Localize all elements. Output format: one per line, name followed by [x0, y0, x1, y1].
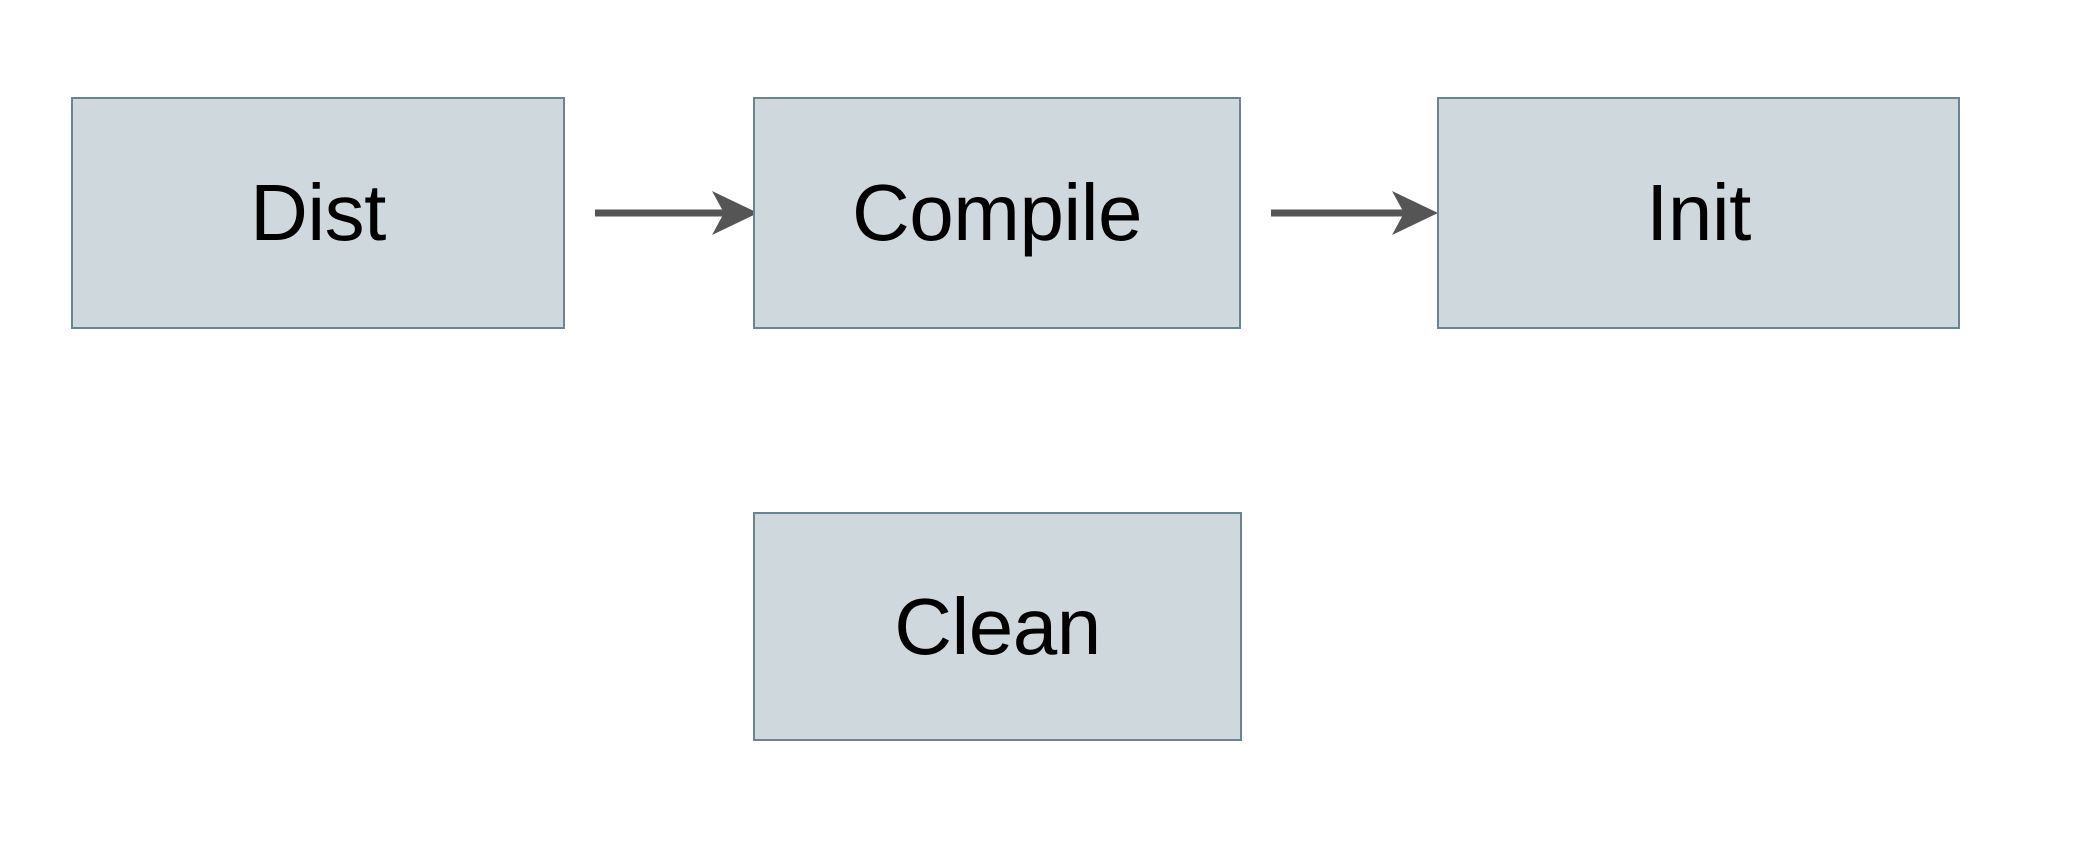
node-compile[interactable]: Compile	[753, 97, 1241, 329]
node-init-label: Init	[1646, 168, 1751, 257]
node-dist-label: Dist	[250, 168, 386, 257]
node-clean-label: Clean	[894, 581, 1101, 671]
arrowhead-icon	[1392, 191, 1438, 235]
arrowhead-icon	[712, 191, 758, 235]
node-init[interactable]: Init	[1437, 97, 1960, 329]
edge-compile-to-init[interactable]	[1236, 178, 1440, 248]
node-dist[interactable]: Dist	[71, 97, 565, 329]
edge-dist-to-compile[interactable]	[560, 178, 760, 248]
node-compile-label: Compile	[852, 168, 1142, 257]
node-clean[interactable]: Clean	[753, 512, 1242, 741]
